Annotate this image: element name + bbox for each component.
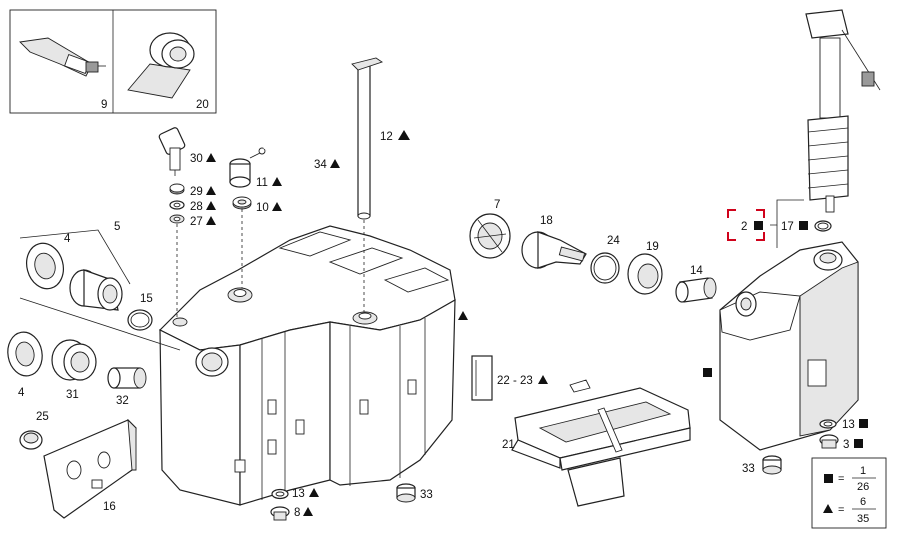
part-14-sleeve[interactable] xyxy=(675,277,717,303)
part-24-o-ring[interactable] xyxy=(590,252,620,284)
part-27-washer[interactable] xyxy=(169,214,185,224)
callout-24: 24 xyxy=(607,235,620,247)
square-symbol-2 xyxy=(754,221,763,230)
part-33-plug-left[interactable] xyxy=(396,483,416,503)
callout-33-left: 33 xyxy=(420,489,433,501)
callout-19: 19 xyxy=(646,241,659,253)
legend-square-numerator: 1 xyxy=(860,465,866,477)
callout-7: 7 xyxy=(494,199,500,211)
part-15-o-ring[interactable] xyxy=(127,309,153,331)
part-21-mounting-bracket[interactable] xyxy=(511,379,691,507)
legend-triangle-numerator: 6 xyxy=(860,496,866,508)
part-13-drain-washer[interactable] xyxy=(271,488,289,500)
legend-triangle-equals: = xyxy=(838,504,844,516)
callout-9: 9 xyxy=(101,99,107,111)
triangle-symbol-10 xyxy=(272,202,282,211)
triangle-symbol-27 xyxy=(206,216,216,225)
callout-11: 11 xyxy=(256,177,268,189)
part-32-sleeve[interactable] xyxy=(107,367,147,389)
triangle-symbol-29 xyxy=(206,186,216,195)
part-31-collar[interactable] xyxy=(51,339,97,381)
legend-square-equals: = xyxy=(838,473,844,485)
part-33-plug-right[interactable] xyxy=(762,455,782,475)
callout-34: 34 xyxy=(314,159,327,171)
callout-4-upper: 4 xyxy=(64,233,71,245)
callout-33-right: 33 xyxy=(742,463,755,475)
part-16-heat-shield[interactable] xyxy=(43,418,137,519)
legend-box: = 1 26 = 6 35 xyxy=(811,457,887,529)
triangle-symbol-30 xyxy=(206,153,216,162)
callout-28: 28 xyxy=(190,201,203,213)
part-22-23-pad[interactable] xyxy=(471,355,493,401)
part-2-highlight-bracket xyxy=(727,209,765,241)
part-12-suction-tube[interactable] xyxy=(351,57,384,312)
callout-14: 14 xyxy=(690,265,703,277)
legend-square-denominator: 26 xyxy=(857,481,869,493)
callout-5: 5 xyxy=(114,221,120,233)
triangle-symbol-11 xyxy=(272,177,282,186)
callout-32: 32 xyxy=(116,395,129,407)
part-19-flange-adapter[interactable] xyxy=(627,253,663,295)
callout-13-right: 13 xyxy=(842,419,855,431)
main-fuel-tank[interactable] xyxy=(158,225,456,506)
callout-15: 15 xyxy=(140,293,153,305)
leader-2-17 xyxy=(770,199,804,226)
callout-16: 16 xyxy=(103,501,116,513)
callout-4-lower: 4 xyxy=(18,387,25,399)
part-5-filler-adapter[interactable] xyxy=(69,269,123,311)
part-29-seal[interactable] xyxy=(169,183,185,195)
callout-3: 3 xyxy=(843,439,849,451)
part-4-upper-flange[interactable] xyxy=(22,239,69,293)
part-7-lock-ring[interactable] xyxy=(469,213,511,259)
triangle-symbol-8 xyxy=(303,507,313,516)
callout-10: 10 xyxy=(256,202,269,214)
part-10-seal[interactable] xyxy=(232,196,252,210)
callout-31: 31 xyxy=(66,389,79,401)
part-8-drain-plug[interactable] xyxy=(270,506,290,521)
part-34-vent-hose[interactable] xyxy=(263,136,307,201)
callout-27: 27 xyxy=(190,216,203,228)
callout-8: 8 xyxy=(294,507,300,519)
callout-2: 2 xyxy=(741,221,747,233)
legend-triangle-symbol xyxy=(823,504,833,513)
part-2-level-sender[interactable] xyxy=(805,9,881,213)
triangle-symbol-12 xyxy=(398,130,410,140)
legend-triangle-denominator: 35 xyxy=(857,513,869,525)
callout-13-left: 13 xyxy=(292,488,305,500)
callout-12: 12 xyxy=(380,131,393,143)
legend-square-symbol xyxy=(824,474,833,483)
triangle-symbol-main-tank xyxy=(458,311,468,320)
part-17-seal[interactable] xyxy=(814,220,832,232)
part-18-level-sender-flange[interactable] xyxy=(521,231,587,269)
square-symbol-3 xyxy=(854,439,863,448)
part-25-cap[interactable] xyxy=(19,430,43,450)
part-30-vent-valve[interactable] xyxy=(158,127,186,176)
part-13-aux-washer[interactable] xyxy=(819,419,837,429)
callout-20: 20 xyxy=(196,99,209,111)
part-4-lower-flange[interactable] xyxy=(4,329,45,378)
callout-17: 17 xyxy=(781,221,794,233)
square-symbol-17 xyxy=(799,221,808,230)
square-symbol-13-right xyxy=(859,419,868,428)
part-5-group-bracket xyxy=(19,229,131,285)
square-symbol-aux-tank xyxy=(703,368,712,377)
part-11-breather-valve[interactable] xyxy=(229,147,266,188)
callout-25: 25 xyxy=(36,411,49,423)
part-20-tape-roll[interactable] xyxy=(127,32,195,99)
triangle-symbol-28 xyxy=(206,201,216,210)
triangle-symbol-34 xyxy=(330,159,340,168)
callout-22-23: 22 - 23 xyxy=(497,375,533,387)
triangle-symbol-13-left xyxy=(309,488,319,497)
auxiliary-tank[interactable] xyxy=(719,241,859,451)
part-28-washer[interactable] xyxy=(169,200,185,210)
part-3-aux-drain-plug[interactable] xyxy=(819,434,839,449)
part-9-strap[interactable] xyxy=(19,37,106,77)
triangle-symbol-22-23 xyxy=(538,375,548,384)
callout-18: 18 xyxy=(540,215,553,227)
callout-21: 21 xyxy=(502,439,515,451)
callout-30: 30 xyxy=(190,153,203,165)
callout-29: 29 xyxy=(190,186,203,198)
